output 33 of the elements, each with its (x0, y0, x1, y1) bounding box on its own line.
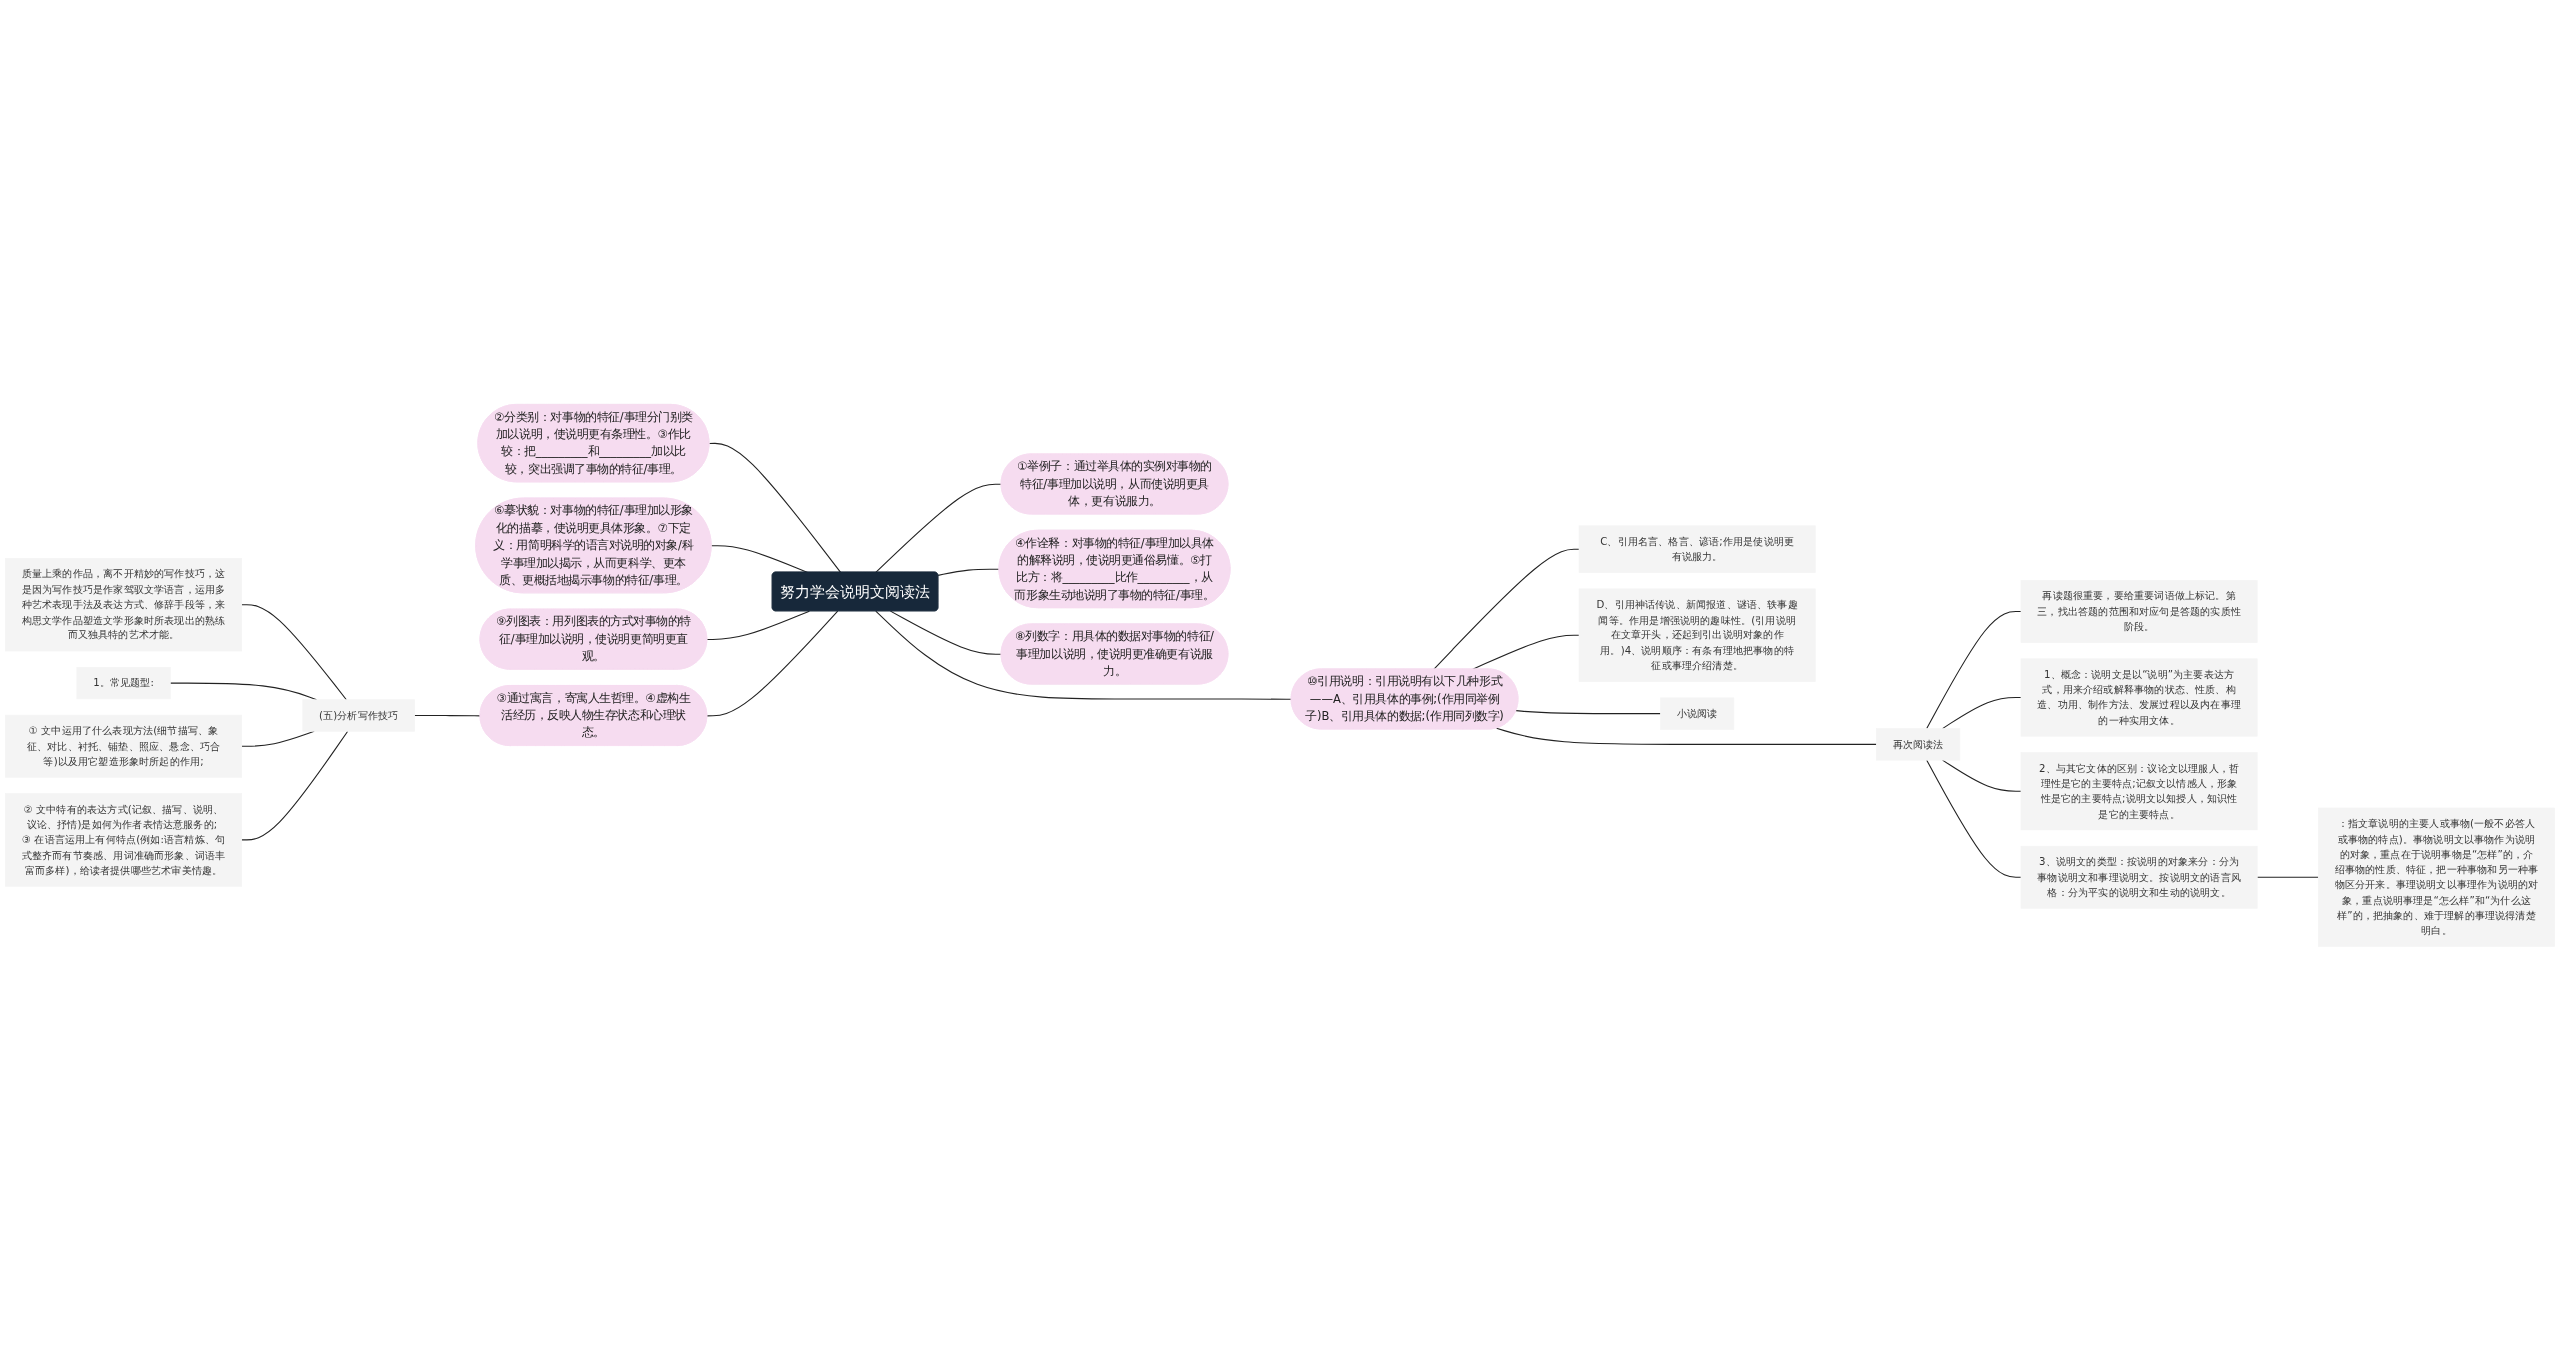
node-box (1660, 697, 1735, 730)
connector (2256, 876, 2319, 878)
connector (414, 715, 481, 717)
node-box (1578, 588, 1816, 682)
node-box (2020, 752, 2258, 831)
connector (706, 610, 810, 641)
node-box (5, 714, 243, 778)
node-box (302, 699, 415, 732)
connector (1941, 759, 2022, 792)
connector (1926, 759, 2022, 878)
connector (1515, 710, 1662, 715)
connector (1941, 697, 2022, 730)
node-box (5, 793, 243, 887)
connector (241, 730, 349, 841)
node-box (2020, 845, 2258, 909)
connector (875, 610, 1293, 700)
connector (889, 610, 1002, 655)
connector (1495, 727, 1877, 745)
node-box (1578, 525, 1816, 573)
node-box (2020, 658, 2258, 737)
connector (1433, 548, 1580, 670)
node-box (2020, 580, 2258, 643)
connector (241, 604, 347, 701)
node-box (1876, 728, 1961, 761)
node-box (76, 667, 171, 700)
connector (706, 610, 839, 717)
connector (1926, 610, 2022, 730)
node-box (2317, 807, 2555, 947)
mind-map-drawing: 努力学会说明文阅读法 ①举例子：通过举具体的实例对事物的特征/事理加以说明，从而使说明更具体，更有说服力。 ④作诠释：对事物的特征/事理加以具体的解释说明，使说明更通俗易懂。⑤打比方：将_________比作_________，从而形象生动地说明了事物的特征/事理。 ⑧列数字：用具体的数据对事物的特征/事理加以说明，使说明更准确更有说服力。 ⑩引用说明：引用说明有以下几种形式——A、引用具体的事例;(作用同举例子)B、引用具体的数据;(作用同列数字) C、引用名言、格言、谚语;作用是使说明更有说服力。 D、引用神话传说、新闻报道、谜语、轶事趣闻等。作用是增强说明的趣味性。(引用说明在文章开头，还起到引出说明对象的作用。)4、说明顺序：有条有理地把事物的特征或事理介绍清楚。 再次阅读法 再读题很重要，要给重要词语做上标记。第三，找出答题的范围和对应句是答题的实质性阶段。 1、概念：说明文是以“说明”为主要表达方式，用来介绍或解释事物的状态、性质、构造、功用、制作方法、发展过程以及内在事理的一种实用文体。 2、与其它文体的区别：议论文以理服人，哲理性是它的主要特点;记叙文以情感人，形象性是它的主要特点;说明文以知授人，知识性是它的主要特点。 3、说明文的类型：按说明的对象来分：分为事物说明文和事理说明文。按说明文的语言风格：分为平实的说明文和生动的说明文。 ：指文章说明的主要人或事物(一般不必答人或事物的特点)。事物说明文以事物作为说明的对象，重点在于说明事物是“怎样”的，介绍事物的性质、特征，把一种事物和另一种事物区分开来。事理说明文以事理作为说明的对象，重点说明事理是“怎么样”和“为什么这样”的，把抽象的、难于理解的事理说得清楚明白。 小说阅读 ②分类别：对事物的特征/事理分门别类加以说明，使说明更有条理性。③作比较：把_________和_________加以比较，突出强调了事物的特征/事理。 ⑥摹状貌：对事物的特征/事理加以形象化的描摹，使说明更具体形象。⑦下定义：用简明科学的语言对说明的对象/科学事理加以揭示，从而更科学、更本质、更概括地揭示事物的特征/事理。 ⑨列图表：用列图表的方式对事物的特征/事理加以说明，使说明更简明更直观。 ③通过寓言，寄寓人生哲理。④虚构生活经历，反映人物生存状态和心理状态。 (五)分析写作技巧 质量上乘的作品，离不开精妙的写作技巧，这是因为写作技巧是作家驾驭文学语言，运用多种艺术表现手法及表达方式、修辞手段等，来构思文学作品塑造文学形象时所表现出的熟练而又独具特的艺术才能。 1。常见题型: ① 文中运用了什么表现方法(细节描写、象征、对比、衬托、铺垫、照应、悬念、巧合等)以及用它塑造形象时所起的作用; ② 文中特有的表达方式(记叙、描写、说明、议论、抒情)是如何为作者表情达意服务的; ③ 在语言运用上有何特点(例如:语言精炼、句式整齐而有节奏感、用词准确而形象、词语丰富而多样)，给读者提供哪些艺术审美情趣。 (0, 399, 2560, 952)
connector (708, 442, 842, 574)
connector (937, 568, 1000, 576)
connector (875, 483, 1002, 574)
node-box (5, 558, 243, 652)
